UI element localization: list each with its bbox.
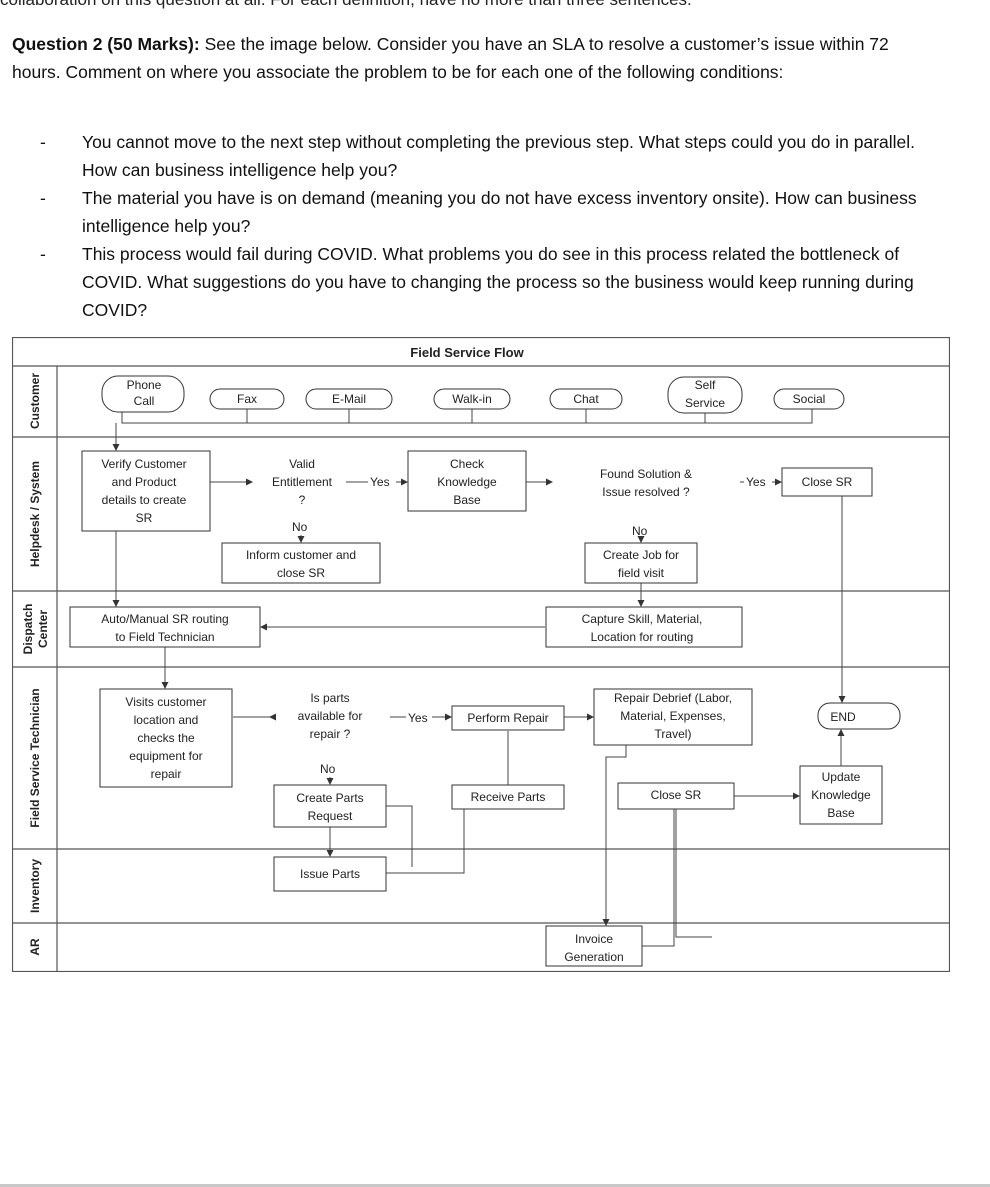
node-parts-available-line2: available for <box>298 709 363 723</box>
node-knowledge-line3: Base <box>453 493 481 507</box>
node-create-job-line2: field visit <box>618 566 665 580</box>
lane-label-inventory: Inventory <box>28 859 42 913</box>
node-entitlement-line2: Entitlement <box>272 475 333 489</box>
condition-text: The material you have is on demand (mean… <box>82 188 917 236</box>
question-title: Question 2 (50 Marks): <box>12 34 200 54</box>
channel-self-line2: Service <box>685 396 725 410</box>
lane-label-customer: Customer <box>28 373 42 429</box>
channel-phone-line1: Phone <box>127 378 162 392</box>
node-verify-line3: details to create <box>102 493 187 507</box>
condition-text: You cannot move to the next step without… <box>82 132 916 180</box>
node-verify-line1: Verify Customer <box>101 457 186 471</box>
node-receive-parts: Receive Parts <box>471 790 546 804</box>
node-debrief-line2: Material, Expenses, <box>620 709 725 723</box>
node-close-sr-1: Close SR <box>802 475 853 489</box>
edge-label-entitlement-yes: Yes <box>370 475 390 489</box>
node-found-line2: Issue resolved ? <box>602 485 690 499</box>
node-knowledge-line1: Check <box>450 457 485 471</box>
node-end: END <box>830 710 856 724</box>
node-verify-line4: SR <box>136 511 153 525</box>
node-auto-routing-line2: to Field Technician <box>115 630 214 644</box>
bottom-divider <box>0 1184 990 1187</box>
condition-text: This process would fail during COVID. Wh… <box>82 244 914 320</box>
node-visits-line1: Visits customer <box>125 695 206 709</box>
cut-off-heading-line: collaboration on this question at all. F… <box>0 0 990 10</box>
channel-social: Social <box>793 392 826 406</box>
node-invoice-line2: Generation <box>564 950 623 964</box>
edge-label-entitlement-no: No <box>292 520 308 534</box>
lane-label-helpdesk: Helpdesk / System <box>28 461 42 567</box>
node-update-kb-line3: Base <box>827 806 855 820</box>
node-debrief-line3: Travel) <box>655 727 692 741</box>
node-visits-line4: equipment for <box>129 749 202 763</box>
node-perform-repair: Perform Repair <box>467 711 548 725</box>
node-create-parts-line2: Request <box>308 809 353 823</box>
node-update-kb-line2: Knowledge <box>811 788 871 802</box>
channel-email: E-Mail <box>332 392 366 406</box>
diagram-title: Field Service Flow <box>410 345 524 360</box>
channel-phone-line2: Call <box>134 394 155 408</box>
node-capture-line2: Location for routing <box>591 630 694 644</box>
node-parts-available-line1: Is parts <box>310 691 349 705</box>
node-create-parts-line1: Create Parts <box>296 791 363 805</box>
node-found-line1: Found Solution & <box>600 467 692 481</box>
node-auto-routing-line1: Auto/Manual SR routing <box>101 612 228 626</box>
node-create-job-line1: Create Job for <box>603 548 679 562</box>
condition-item: -You cannot move to the next step withou… <box>40 132 916 180</box>
node-entitlement-line1: Valid <box>289 457 315 471</box>
node-visits-line5: repair <box>151 767 182 781</box>
channel-self-line1: Self <box>695 378 716 392</box>
field-service-flow-diagram: Field Service Flow Customer Helpdesk / S… <box>12 337 950 972</box>
lane-label-ar: AR <box>28 938 42 956</box>
lane-label-dispatch-line2: Center <box>36 610 50 648</box>
edge-label-found-yes: Yes <box>746 475 766 489</box>
condition-item: -The material you have is on demand (mea… <box>40 188 917 236</box>
condition-item: -This process would fail during COVID. W… <box>40 244 914 320</box>
node-verify-line2: and Product <box>112 475 177 489</box>
node-knowledge-line2: Knowledge <box>437 475 497 489</box>
node-issue-parts: Issue Parts <box>300 867 360 881</box>
edge-label-found-no: No <box>632 524 648 538</box>
node-visits-line3: checks the <box>137 731 195 745</box>
node-capture-line1: Capture Skill, Material, <box>582 612 703 626</box>
node-update-kb-line1: Update <box>822 770 861 784</box>
node-parts-available-line3: repair ? <box>310 727 351 741</box>
channel-walkin: Walk-in <box>452 392 492 406</box>
node-entitlement-line3: ? <box>299 493 306 507</box>
node-visits-line2: location and <box>134 713 199 727</box>
condition-list: -You cannot move to the next step withou… <box>32 128 932 324</box>
channel-fax: Fax <box>237 392 257 406</box>
lane-label-dispatch-line1: Dispatch <box>21 604 35 655</box>
node-inform-line2: close SR <box>277 566 325 580</box>
edge-label-parts-yes: Yes <box>408 711 428 725</box>
channel-chat: Chat <box>573 392 599 406</box>
edge-label-parts-no: No <box>320 762 336 776</box>
question-intro: See the image below. Consider you have a… <box>12 34 889 82</box>
node-debrief-line1: Repair Debrief (Labor, <box>614 691 732 705</box>
node-invoice-line1: Invoice <box>575 932 613 946</box>
node-close-sr-2: Close SR <box>651 788 702 802</box>
node-inform-line1: Inform customer and <box>246 548 356 562</box>
question-paragraph: Question 2 (50 Marks): See the image bel… <box>12 30 912 86</box>
lane-label-technician: Field Service Technician <box>28 688 42 827</box>
